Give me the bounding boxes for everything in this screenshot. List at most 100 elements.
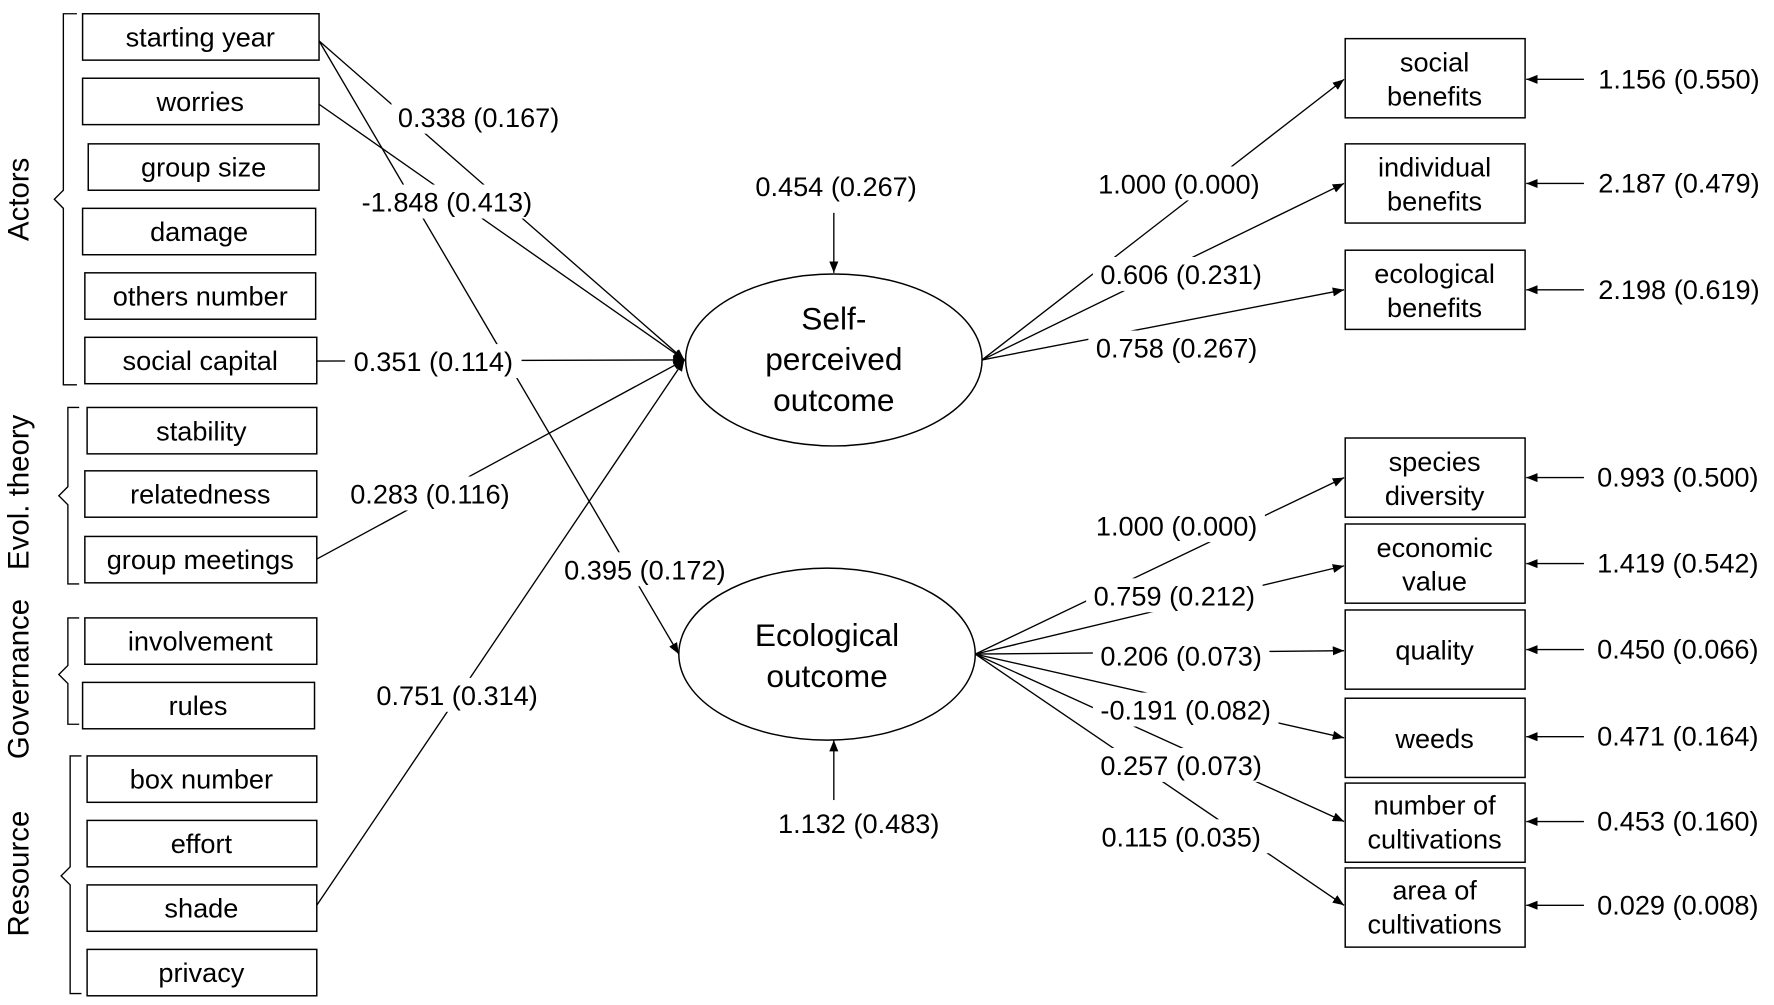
indicator-box-economic-value: economic value	[1344, 523, 1526, 604]
coef-text: 0.115 (0.035)	[1101, 821, 1260, 852]
error-economic-value: 1.419 (0.542)	[1597, 548, 1758, 579]
latent-label-line: Ecological	[755, 617, 899, 653]
coef-text: 0.606 (0.231)	[1100, 259, 1261, 290]
indicator-box-quality: quality	[1344, 609, 1526, 690]
predictor-box-others-number: others number	[84, 272, 317, 320]
loading-line-social-benefits	[981, 78, 1345, 361]
coef-text: 0.338 (0.167)	[398, 102, 559, 133]
loading-line-species-diversity	[974, 476, 1345, 655]
bracket-actors	[53, 13, 77, 386]
predictor-label: box number	[130, 764, 273, 795]
coef-text: 0.257 (0.073)	[1100, 750, 1261, 781]
predictor-box-group-size: group size	[87, 143, 320, 191]
latent-self-perceived-outcome: Self- perceived outcome	[684, 273, 983, 447]
predictor-label: group size	[141, 152, 266, 183]
indicator-label-line: individual	[1378, 152, 1491, 183]
loading-species-diversity: 1.000 (0.000)	[1088, 508, 1265, 543]
predictor-label: others number	[113, 281, 288, 312]
residual-self: 0.454 (0.267)	[755, 171, 916, 202]
indicator-label-line: weeds	[1394, 723, 1473, 754]
indicator-label-line: species	[1389, 446, 1481, 477]
predictor-label: effort	[171, 828, 233, 859]
indicator-box-species-diversity: species diversity	[1344, 437, 1526, 518]
group-label-governance: Governance	[2, 599, 35, 759]
error-species-diversity: 0.993 (0.500)	[1597, 462, 1758, 493]
error-weeds: 0.471 (0.164)	[1597, 721, 1758, 752]
loading-area-of-cultivations: 0.115 (0.035)	[1092, 819, 1270, 854]
indicator-box-ecological-benefits: ecological benefits	[1344, 249, 1526, 331]
indicator-label-line: quality	[1395, 635, 1474, 666]
predictor-label: relatedness	[130, 479, 270, 510]
coef-text: 1.000 (0.000)	[1098, 169, 1259, 200]
bracket-evol-theory	[57, 406, 80, 585]
indicator-label-line: value	[1402, 566, 1467, 597]
latent-label-line: perceived	[765, 341, 902, 377]
indicator-box-social-benefits: social benefits	[1344, 37, 1526, 119]
loading-line-ecological-benefits	[981, 287, 1345, 361]
coef-starting-year-eco: 0.395 (0.172)	[556, 552, 734, 587]
predictor-box-rules: rules	[81, 681, 316, 730]
indicator-box-individual-benefits: individual benefits	[1344, 143, 1526, 224]
predictor-label: starting year	[126, 22, 275, 53]
predictor-box-stability: stability	[86, 406, 318, 455]
indicator-label-line: ecological	[1374, 258, 1495, 289]
group-label-evol-theory: Evol. theory	[2, 414, 35, 570]
error-individual-benefits: 2.187 (0.479)	[1598, 168, 1759, 199]
predictor-box-involvement: involvement	[84, 617, 318, 666]
group-label-actors: Actors	[2, 158, 35, 241]
coef-social-capital-self: 0.351 (0.114)	[345, 344, 522, 379]
loading-number-of-cultivations: 0.257 (0.073)	[1092, 748, 1270, 782]
predictor-box-group-meetings: group meetings	[84, 535, 318, 584]
predictor-label: damage	[150, 216, 248, 247]
error-number-of-cultivations: 0.453 (0.160)	[1597, 806, 1758, 837]
predictor-label: privacy	[158, 957, 244, 988]
indicator-box-weeds: weeds	[1344, 697, 1526, 779]
indicator-label-line: diversity	[1385, 480, 1485, 511]
predictor-label: worries	[156, 86, 244, 117]
loading-weeds: -0.191 (0.082)	[1092, 692, 1279, 727]
predictor-box-worries: worries	[81, 77, 320, 126]
predictor-label: social capital	[123, 345, 278, 376]
error-area-of-cultivations: 0.029 (0.008)	[1597, 889, 1758, 920]
predictor-label: involvement	[128, 626, 273, 657]
indicator-box-area-of-cultivations: area of cultivations	[1344, 867, 1526, 948]
loading-individual-benefits: 0.606 (0.231)	[1092, 256, 1270, 291]
coef-text: 0.751 (0.314)	[376, 680, 537, 711]
indicator-label-line: cultivations	[1367, 824, 1501, 855]
indicator-label-line: benefits	[1387, 292, 1482, 323]
coef-text: -0.191 (0.082)	[1100, 695, 1270, 726]
loading-line-number-of-cultivations	[974, 653, 1345, 823]
coef-shade-self: 0.751 (0.314)	[368, 677, 546, 712]
coef-starting-year-self: 0.338 (0.167)	[391, 99, 566, 134]
latent-ecological-outcome: Ecological outcome	[678, 567, 976, 741]
predictor-box-starting-year: starting year	[81, 13, 320, 61]
loading-ecological-benefits: 0.758 (0.267)	[1088, 330, 1265, 365]
path-line-group-meetings-self	[316, 359, 685, 560]
path-line-shade-self	[316, 359, 686, 906]
predictor-label: stability	[156, 415, 247, 446]
bracket-governance	[57, 617, 80, 725]
coef-text: -1.848 (0.413)	[362, 187, 533, 218]
indicator-label-line: area of	[1392, 875, 1477, 906]
predictor-box-social-capital: social capital	[84, 336, 318, 385]
predictor-box-privacy: privacy	[86, 948, 318, 997]
coef-text: 0.395 (0.172)	[564, 554, 725, 585]
latent-label-line: outcome	[766, 658, 887, 694]
coef-text: 0.759 (0.212)	[1094, 580, 1255, 611]
error-quality: 0.450 (0.066)	[1597, 634, 1758, 665]
group-label-resource: Resource	[2, 811, 35, 937]
indicator-label-line: cultivations	[1367, 909, 1501, 940]
indicator-label-line: benefits	[1387, 186, 1482, 217]
coef-text: 0.351 (0.114)	[354, 346, 513, 377]
latent-label-line: Self-	[801, 300, 866, 336]
coef-text: 0.206 (0.073)	[1100, 640, 1261, 671]
coef-worries-self: -1.848 (0.413)	[356, 184, 538, 219]
loading-social-benefits: 1.000 (0.000)	[1090, 166, 1268, 201]
indicator-label-line: number of	[1373, 790, 1496, 821]
residual-eco: 1.132 (0.483)	[778, 808, 939, 839]
loading-quality: 0.206 (0.073)	[1092, 638, 1270, 673]
predictor-box-box-number: box number	[86, 755, 318, 804]
predictor-label: group meetings	[107, 544, 294, 575]
predictor-label: rules	[169, 690, 228, 721]
